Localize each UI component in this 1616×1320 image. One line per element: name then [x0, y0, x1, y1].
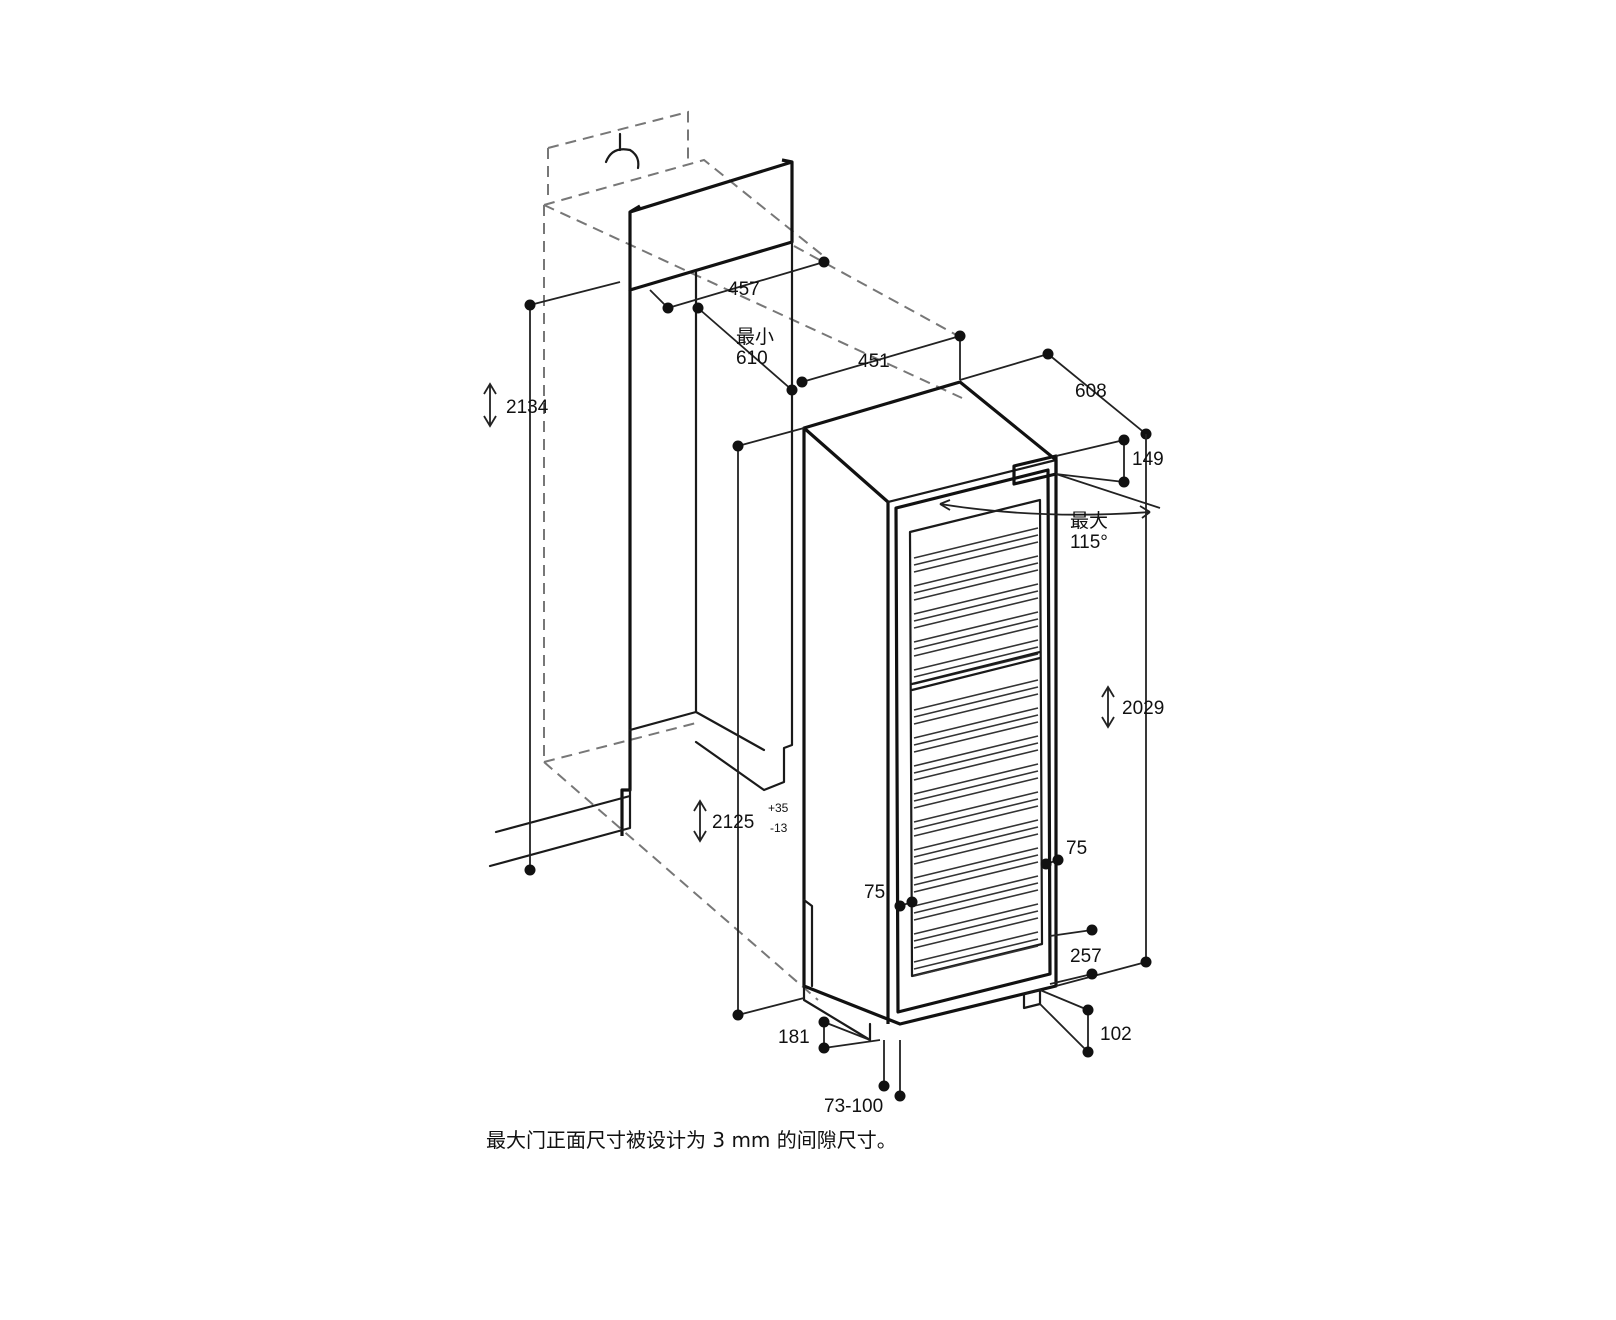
- label-plinth-height: 257: [1070, 946, 1102, 967]
- label-niche-depth-top: 457: [728, 279, 760, 300]
- label-install-tol-plus: +35: [768, 801, 789, 815]
- shelf-slat: [913, 910, 1039, 942]
- shelf-slat: [913, 854, 1039, 886]
- label-foot-height: 102: [1100, 1024, 1132, 1045]
- shelf-slat: [913, 819, 1039, 851]
- footnote-caption: 最大门正面尺寸被设计为 3 mm 的间隙尺寸。: [486, 1128, 897, 1152]
- label-min: 最小: [736, 326, 774, 348]
- shelf-slat: [913, 562, 1039, 594]
- label-side-clearance-left: 75: [864, 882, 885, 903]
- label-niche-height: 2134: [506, 397, 549, 418]
- shelf-slat: [913, 798, 1039, 830]
- dim-point: [524, 299, 536, 311]
- glass-door: [894, 468, 1052, 1014]
- vent-symbol: [604, 132, 640, 170]
- shelf-slat: [913, 679, 1039, 711]
- label-min-depth: 610: [736, 348, 768, 369]
- shelf-slat: [913, 777, 1039, 809]
- label-door-angle: 115°: [1070, 532, 1108, 553]
- wine-shelves: [910, 527, 1042, 977]
- height-arrow-icon: [693, 799, 707, 843]
- dimension-labels: 2134 457 最小 610 451 608 149 最大 115° 2029…: [506, 279, 1164, 1117]
- shelf-slat: [913, 805, 1039, 837]
- shelf-slat: [913, 917, 1039, 949]
- shelf-slat: [913, 646, 1039, 678]
- label-install-height: 2125: [712, 812, 754, 833]
- height-arrow-icon: [1101, 685, 1115, 729]
- shelf-slat: [913, 826, 1039, 858]
- shelf-slat: [913, 770, 1039, 802]
- shelf-slat: [913, 590, 1039, 622]
- zone-divider: [910, 650, 1042, 692]
- shelf-slat: [913, 555, 1039, 587]
- cabinet-left-panel: [620, 290, 632, 836]
- shelf-slat: [913, 541, 1039, 573]
- label-install-tol-minus: -13: [770, 821, 788, 835]
- shelf-slat: [913, 847, 1039, 879]
- label-door-top-offset: 149: [1132, 449, 1164, 470]
- shelf-slat: [913, 861, 1039, 893]
- shelf-slat: [913, 875, 1039, 907]
- shelf-slat: [913, 534, 1039, 566]
- shelf-slat: [913, 749, 1039, 781]
- niche-outline: [488, 110, 963, 1001]
- shelf-slat: [913, 742, 1039, 774]
- height-arrow-icon: [483, 382, 497, 428]
- shelf-slat: [913, 889, 1039, 921]
- shelf-slat: [913, 639, 1039, 671]
- angle-arrow-icon: [939, 499, 951, 511]
- dimension-lines: [483, 256, 1161, 1102]
- shelf-slat: [913, 618, 1039, 650]
- shelf-slat: [913, 625, 1039, 657]
- shelf-slat: [913, 903, 1039, 935]
- cabinet-top-panel: [628, 158, 794, 292]
- shelf-slat: [913, 735, 1039, 767]
- wine-cabinet: [802, 380, 1058, 1042]
- shelf-slat: [913, 693, 1039, 725]
- label-toe-kick-depth: 73-100: [824, 1096, 883, 1117]
- shelf-slat: [913, 707, 1039, 739]
- shelf-slat: [913, 791, 1039, 823]
- shelf-slat: [913, 763, 1039, 795]
- dim-point: [524, 864, 536, 876]
- shelf-slat: [913, 686, 1039, 718]
- shelf-slat: [913, 833, 1039, 865]
- shelf-slat: [913, 611, 1039, 643]
- shelf-slat: [913, 527, 1039, 559]
- label-appliance-height: 2029: [1122, 698, 1164, 719]
- shelf-slat: [913, 597, 1039, 629]
- shelf-slat: [913, 945, 1039, 977]
- label-side-clearance-right: 75: [1066, 838, 1087, 859]
- label-max: 最大: [1070, 510, 1108, 532]
- adjustable-foot: [1022, 988, 1042, 1010]
- label-width: 451: [858, 351, 890, 372]
- shelf-slat: [913, 714, 1039, 746]
- label-depth: 608: [1075, 381, 1107, 402]
- shelf-slat: [913, 882, 1039, 914]
- shelf-slat: [913, 931, 1039, 963]
- shelf-slat: [913, 721, 1039, 753]
- shelf-slat: [913, 938, 1039, 970]
- label-toe-kick-height: 181: [778, 1027, 810, 1048]
- shelf-slat: [913, 583, 1039, 615]
- shelf-slat: [913, 569, 1039, 601]
